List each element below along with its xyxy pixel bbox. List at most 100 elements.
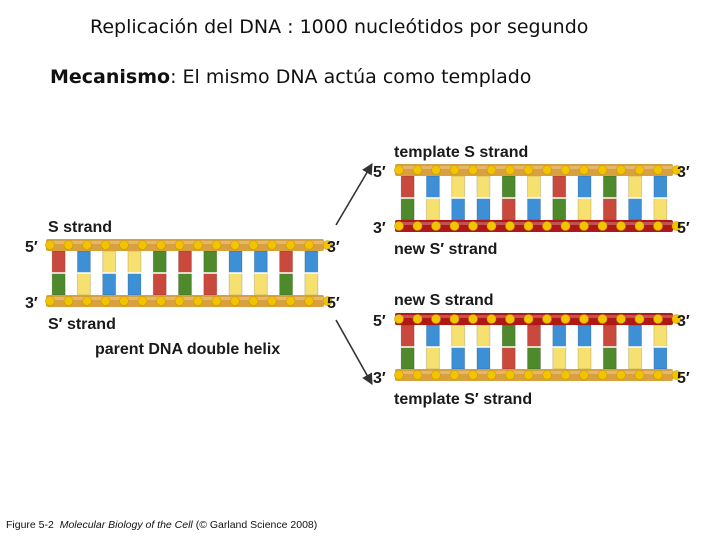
- base-blue: [76, 250, 91, 274]
- base-yellow: [253, 272, 268, 296]
- base-red: [400, 324, 415, 348]
- backbone-bead: [486, 221, 497, 231]
- backbone-bead: [597, 165, 608, 175]
- backbone-bead: [82, 240, 92, 250]
- new-s-prime-strand-label: new S′ strand: [394, 241, 497, 258]
- backbone-bottom-highlight: [395, 371, 673, 374]
- backbone-bead: [174, 240, 185, 250]
- base-yellow: [628, 346, 643, 370]
- subtitle-label: Mecanismo: [50, 66, 171, 88]
- base-green: [501, 324, 516, 348]
- backbone-bead: [63, 296, 74, 306]
- backbone-bead: [304, 240, 314, 250]
- backbone-bead: [616, 370, 626, 380]
- base-red: [527, 324, 541, 348]
- base-yellow: [527, 175, 541, 199]
- backbone-bead: [248, 296, 259, 306]
- backbone-bead: [671, 165, 682, 175]
- backbone-bead: [468, 165, 478, 175]
- caption-prefix: Figure 5-2: [6, 519, 54, 531]
- backbone-bead: [267, 296, 277, 306]
- backbone-bead: [394, 314, 404, 324]
- backbone-bead: [100, 240, 111, 250]
- backbone-bead: [304, 296, 314, 306]
- template-s-strand-label: template S strand: [394, 144, 528, 161]
- slide-title: Replicación del DNA : 1000 nucleótidos p…: [90, 16, 589, 38]
- backbone-bead: [394, 221, 404, 231]
- backbone-top-highlight: [395, 315, 673, 318]
- d2-top-left-end: 5′: [373, 313, 386, 330]
- base-yellow: [76, 272, 91, 296]
- base-yellow: [127, 250, 142, 274]
- backbone-bead: [616, 165, 626, 175]
- backbone-bead: [523, 165, 534, 175]
- backbone-bead: [211, 240, 222, 250]
- backbone-bead: [449, 370, 460, 380]
- backbone-bead: [505, 221, 515, 231]
- base-blue: [476, 197, 491, 221]
- backbone-bead: [285, 296, 296, 306]
- backbone-bead: [671, 370, 682, 380]
- backbone-bead: [394, 370, 404, 380]
- backbone-bead: [119, 296, 129, 306]
- base-blue: [253, 250, 268, 274]
- parent-helix-caption: parent DNA double helix: [95, 341, 280, 358]
- base-red: [602, 324, 617, 348]
- base-red: [152, 272, 167, 296]
- backbone-bead: [542, 221, 552, 231]
- base-red: [501, 346, 516, 370]
- base-blue: [127, 272, 142, 296]
- backbone-bead: [579, 370, 589, 380]
- backbone-bead: [82, 296, 92, 306]
- parent-bottom-left-end: 3′: [25, 295, 38, 312]
- backbone-bead: [156, 296, 166, 306]
- base-green: [203, 250, 218, 274]
- base-green: [552, 197, 567, 221]
- backbone-bead: [322, 240, 333, 250]
- d2-bottom-left-end: 3′: [373, 370, 386, 387]
- backbone-bead: [63, 240, 74, 250]
- caption-book: Molecular Biology of the Cell: [59, 519, 193, 531]
- base-red: [178, 250, 192, 274]
- base-blue: [476, 346, 491, 370]
- base-blue: [425, 175, 440, 199]
- backbone-bead: [45, 240, 55, 250]
- backbone-bead: [653, 221, 663, 231]
- base-blue: [425, 324, 440, 348]
- base-blue: [552, 324, 567, 348]
- backbone-bead: [285, 240, 296, 250]
- backbone-bead: [486, 370, 497, 380]
- backbone-bead: [412, 221, 423, 231]
- base-blue: [527, 197, 541, 221]
- backbone-bead: [45, 296, 55, 306]
- base-red: [279, 250, 294, 274]
- base-yellow: [476, 175, 491, 199]
- backbone-bead: [579, 221, 589, 231]
- backbone-bead: [634, 165, 645, 175]
- base-blue: [102, 272, 117, 296]
- backbone-bead: [634, 370, 645, 380]
- base-blue: [451, 197, 466, 221]
- s-prime-strand-label: S′ strand: [48, 316, 116, 333]
- base-blue: [577, 324, 592, 348]
- caption-suffix: (© Garland Science 2008): [195, 519, 318, 531]
- backbone-bead: [505, 314, 515, 324]
- backbone-bead: [394, 165, 404, 175]
- d1-top-left-end: 5′: [373, 164, 386, 181]
- base-red: [501, 197, 516, 221]
- backbone-bead: [653, 165, 663, 175]
- d1-bottom-left-end: 3′: [373, 220, 386, 237]
- backbone-bead: [597, 370, 608, 380]
- backbone-bead: [174, 296, 185, 306]
- base-yellow: [425, 197, 440, 221]
- backbone-bead: [523, 314, 534, 324]
- backbone-bead: [412, 370, 423, 380]
- base-yellow: [653, 197, 668, 221]
- backbone-bead: [248, 240, 259, 250]
- backbone-bead: [431, 314, 441, 324]
- base-yellow: [577, 346, 592, 370]
- backbone-bead: [560, 221, 571, 231]
- backbone-bead: [560, 370, 571, 380]
- backbone-bead: [560, 165, 571, 175]
- backbone-bead: [431, 221, 441, 231]
